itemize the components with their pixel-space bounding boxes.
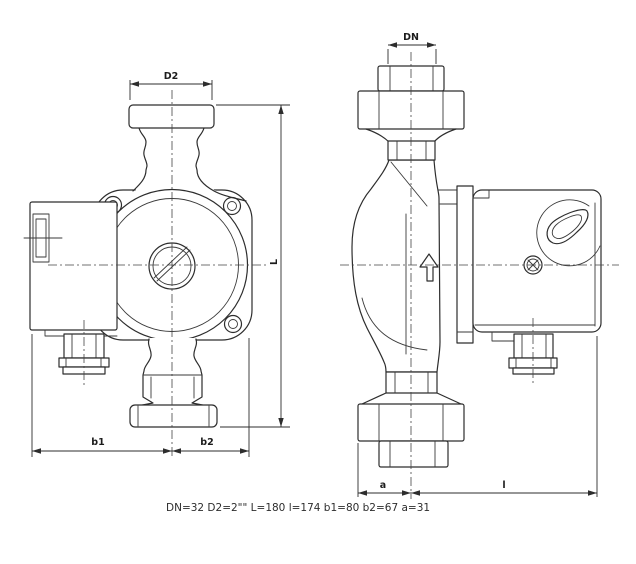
front-bottom-port-flange [129, 404, 218, 428]
side-bottom-pipe [378, 440, 449, 468]
dim-b2-label: b2 [200, 437, 213, 448]
front-view [23, 104, 253, 428]
side-view [351, 65, 602, 468]
dim-dn-label: DN [403, 32, 419, 43]
front-terminal-box [29, 201, 118, 331]
dim-l: L [216, 104, 290, 428]
side-pump-housing [351, 159, 441, 373]
side-clamp-band [456, 185, 474, 344]
dim-b1-label: b1 [91, 437, 104, 448]
dim-d2: D2 [129, 71, 213, 100]
side-bottom-collar [385, 371, 438, 394]
knob-recess-arc [536, 199, 601, 267]
dimension-caption: DN=32 D2=2"" L=180 l=174 b1=80 b2=67 a=3… [166, 502, 430, 514]
dimensions: D2 L b1 b2 [31, 32, 598, 497]
front-upper-neck [132, 127, 148, 192]
dim-length-label: L [269, 259, 280, 265]
front-top-port-flange [128, 104, 215, 129]
dim-b1-b2: b1 b2 [31, 334, 250, 457]
hub-slot [156, 249, 191, 282]
front-lower-neck [131, 338, 154, 408]
flow-direction-arrow-icon [419, 253, 439, 282]
speed-selector-knob [546, 209, 589, 245]
side-cable-gland [491, 331, 558, 375]
dim-small-l-label: l [502, 480, 505, 491]
side-top-collar [387, 140, 436, 161]
plate-screw-bottom-right-icon [223, 314, 243, 334]
dim-a-label: a [380, 480, 386, 491]
centerlines [48, 52, 619, 499]
dim-dn: DN [387, 32, 437, 64]
dim-a-l: a l [357, 336, 598, 497]
dim-d2-label: D2 [164, 71, 179, 82]
volute-curve [361, 297, 428, 351]
